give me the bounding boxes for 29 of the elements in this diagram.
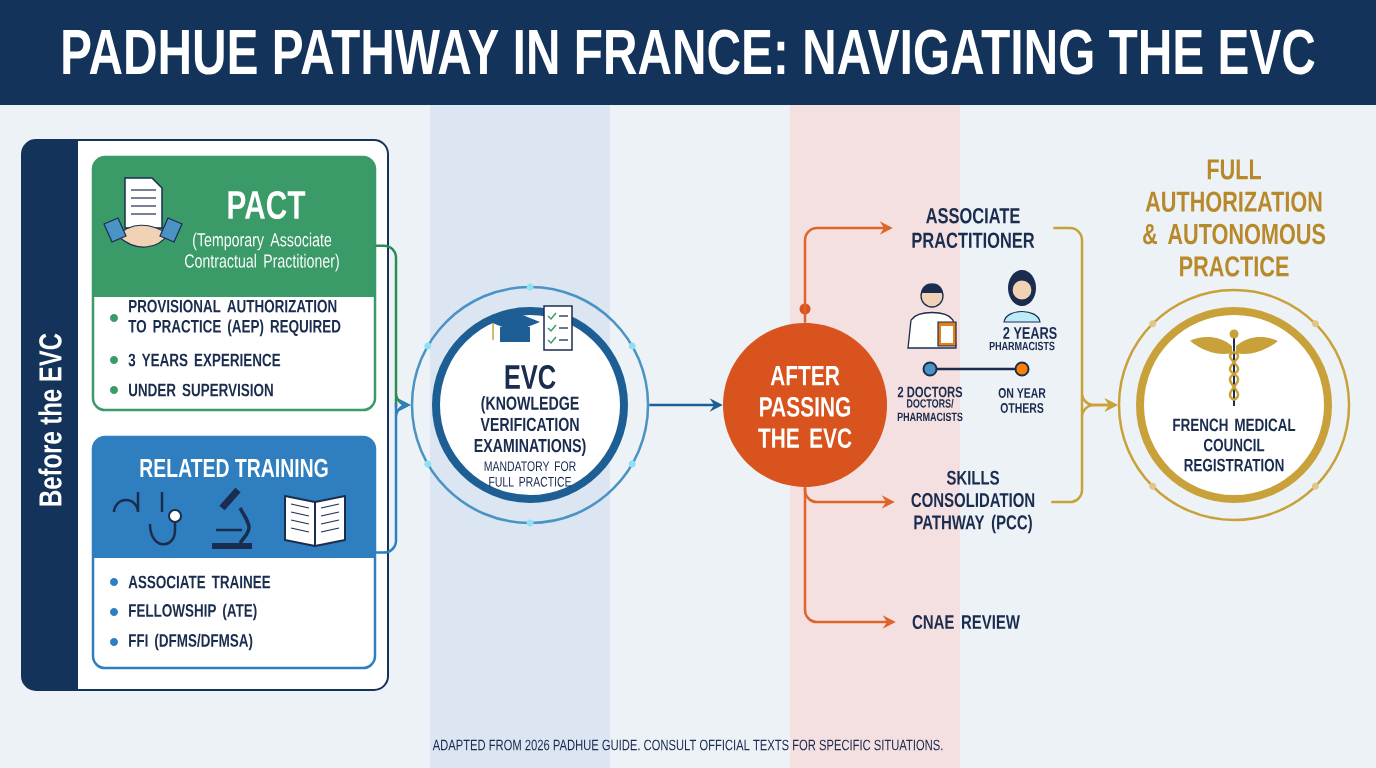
card-title: PACT (228, 190, 306, 220)
exam-circle (410, 283, 650, 527)
timeline-label: ON YEAR (998, 388, 1046, 398)
circle-note: MANDATORY FOR FULL PRACTICE (484, 461, 576, 487)
caption: ADAPTED FROM 2026 PADHUE GUIDE. CONSULT OFFICIAL TEXTS FOR SPECIFIC SITUATIONS. (432, 739, 943, 751)
circle-title: AFTER PASSING THE EVC (758, 366, 852, 448)
title: PADHUE PATHWAY IN FRANCE: NAVIGATING THE EVC (63, 29, 1315, 75)
vertical-heading: Before the EVC (38, 333, 62, 506)
timeline-label: PHARMACISTS (989, 341, 1055, 351)
pathway-label: CNAE REVIEW (912, 614, 1020, 630)
bullet-text: FELLOWSHIP (ATE) (129, 603, 257, 621)
circle-subtitle: (KNOWLEDGE VERIFICATION EXAMINATIONS) (474, 396, 586, 456)
timeline-label: 2 YEARS (1003, 327, 1057, 339)
bullet-text: 3 YEARS EXPERIENCE (128, 353, 281, 367)
bullet-text: FFI (DFMS/DFMSA) (129, 633, 253, 651)
info-card (91, 155, 377, 412)
bullet-text: PROVISIONAL AUTHORIZATION TO PRACTICE (AEP) REQUIRED (128, 299, 341, 337)
pathway-label: SKILLS CONSOLIDATION PATHWAY (PCC) (911, 470, 1035, 534)
card-title: RELATED TRAINING (140, 458, 328, 478)
pathway-label: ASSOCIATE PRACTITIONER (912, 207, 1035, 249)
circle-title: EVC (505, 365, 556, 389)
circle-text: FRENCH MEDICAL COUNCIL REGISTRATION (1173, 418, 1296, 472)
card-subtitle: (Temporary Associate Contractual Practitioner) (185, 232, 339, 272)
timeline-label: OTHERS (1000, 403, 1044, 413)
info-card (91, 435, 377, 670)
milestone-circle (723, 323, 887, 487)
bullet-text: UNDER SUPERVISION (129, 383, 273, 397)
bullet-text: ASSOCIATE TRAINEE (128, 575, 271, 589)
outcome-heading: FULL AUTHORIZATION & AUTONOMOUS PRACTICE (1143, 159, 1326, 277)
